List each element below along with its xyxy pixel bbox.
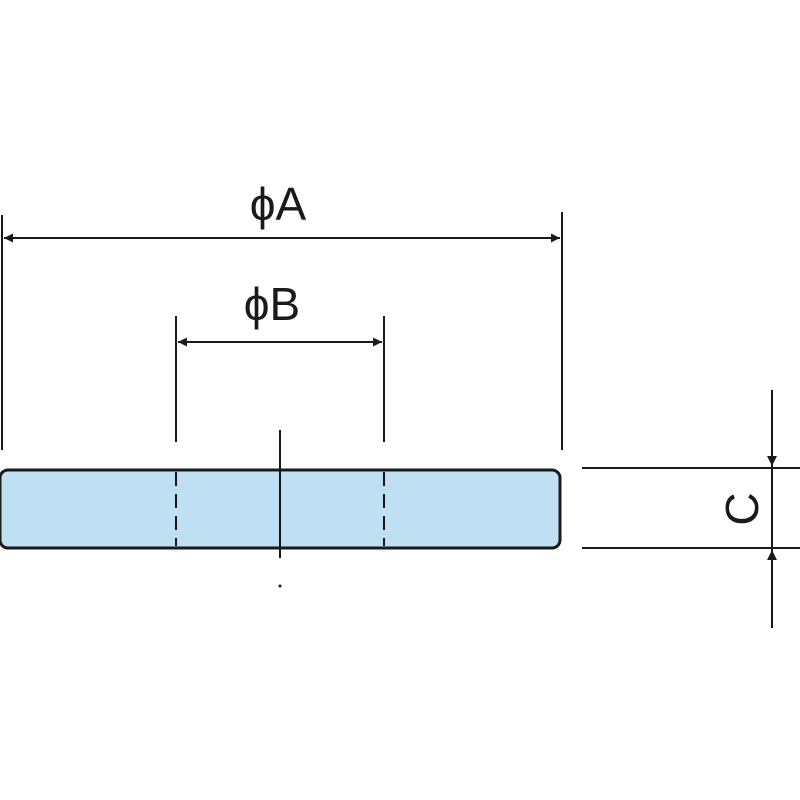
center-line-dot — [278, 584, 282, 588]
dimension-label-c: C — [716, 492, 768, 525]
dimension-label-a: ϕA — [250, 178, 307, 230]
dimension-label-b: ϕB — [244, 278, 300, 330]
